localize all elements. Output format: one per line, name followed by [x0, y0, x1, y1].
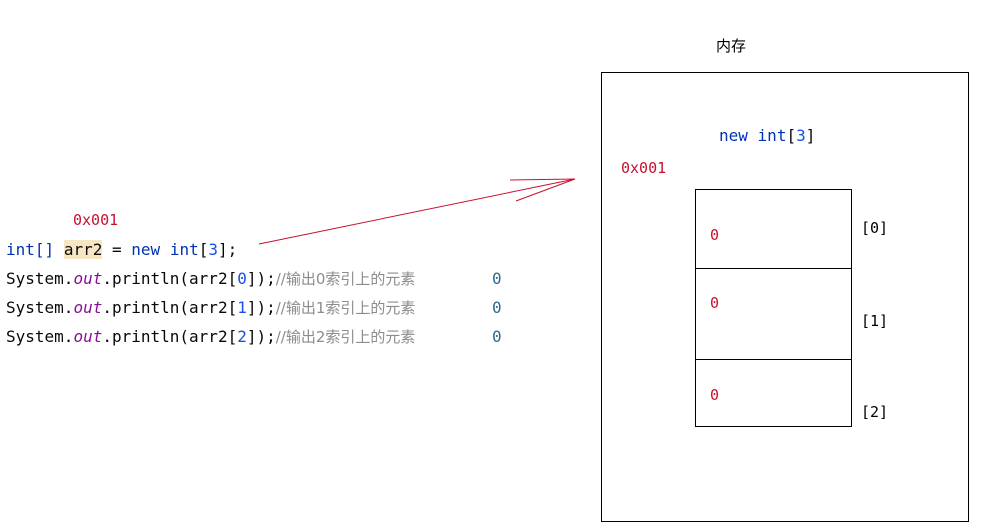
cell-index-label-0: [0]: [861, 219, 889, 237]
variable-name: arr2: [63, 240, 103, 259]
new-keyword: new: [719, 126, 748, 145]
cell-value: 0: [710, 294, 720, 312]
index-literal: 2: [237, 327, 247, 346]
statement-end: ];: [218, 240, 238, 259]
system-class: System.: [6, 269, 74, 288]
line-comment: //输出2索引上的元素: [275, 328, 416, 346]
cell-value: 0: [710, 386, 720, 404]
array-size: 3: [208, 240, 218, 259]
line-comment: //输出0索引上的元素: [275, 270, 416, 288]
cell-value: 0: [710, 226, 720, 244]
cell-index-label-1: [1]: [861, 312, 889, 330]
print-line-0: System.out.println(arr2[0]);//输出0索引上的元素: [6, 269, 415, 289]
index-literal: 1: [237, 298, 247, 317]
call-end: ]);: [246, 327, 276, 346]
index-literal: 0: [237, 269, 247, 288]
print-line-2: System.out.println(arr2[2]);//输出2索引上的元素: [6, 327, 415, 347]
int-keyword: int: [757, 126, 787, 145]
print-result-0: 0: [492, 269, 502, 288]
int-keyword: int: [169, 240, 199, 259]
out-field: out: [73, 327, 103, 346]
print-result-2: 0: [492, 327, 502, 346]
open-bracket: [: [198, 240, 209, 259]
cell-index-label-2: [2]: [861, 403, 889, 421]
println-call: .println(arr2[: [102, 269, 238, 288]
system-class: System.: [6, 298, 74, 317]
array-cell-2: 0: [695, 359, 852, 427]
open-bracket: [: [786, 126, 797, 145]
line-comment: //输出1索引上的元素: [275, 299, 416, 317]
array-cell-0: 0: [695, 189, 852, 269]
memory-address-label: 0x001: [621, 159, 667, 177]
memory-title: 内存: [716, 37, 747, 55]
out-field: out: [73, 298, 103, 317]
memory-expression: new int[3]: [719, 126, 815, 146]
print-result-1: 0: [492, 298, 502, 317]
println-call: .println(arr2[: [102, 298, 238, 317]
arrow-head: [509, 178, 576, 202]
print-line-1: System.out.println(arr2[1]);//输出1索引上的元素: [6, 298, 415, 318]
system-class: System.: [6, 327, 74, 346]
arrow-shaft: [258, 178, 576, 245]
code-address-label: 0x001: [73, 211, 119, 229]
array-size: 3: [796, 126, 806, 145]
out-field: out: [73, 269, 103, 288]
array-cell-1: 0: [695, 268, 852, 360]
call-end: ]);: [246, 269, 276, 288]
type-keyword: int[]: [6, 240, 55, 259]
println-call: .println(arr2[: [102, 327, 238, 346]
call-end: ]);: [246, 298, 276, 317]
close-bracket: ]: [805, 126, 816, 145]
assign-operator: =: [111, 240, 122, 259]
code-declaration-line: int[] arr2 = new int[3];: [6, 240, 237, 260]
new-keyword: new: [131, 240, 161, 259]
memory-box: [601, 72, 969, 522]
